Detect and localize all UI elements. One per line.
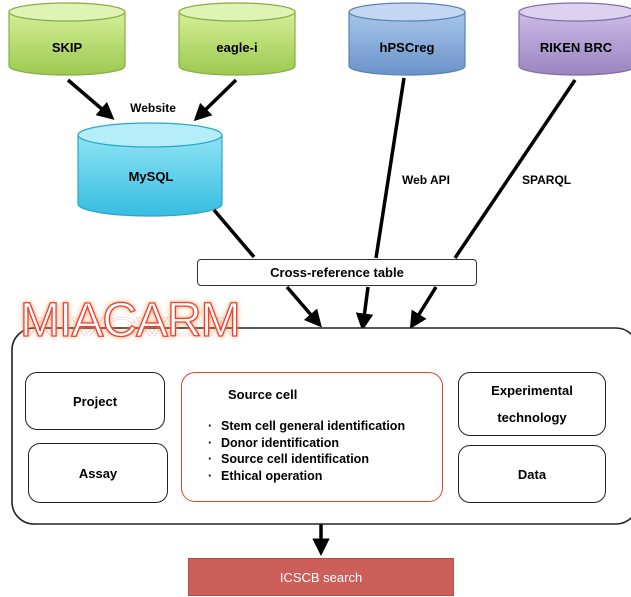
experimental-technology-box: Experimental technology xyxy=(458,372,606,436)
riken-brc-label: RIKEN BRC xyxy=(540,40,613,55)
source-cell-list: Stem cell general identification Donor i… xyxy=(208,418,405,484)
project-box: Project xyxy=(25,372,165,430)
mysql-label: MySQL xyxy=(129,169,174,184)
arrow-mysql-to-xref xyxy=(212,208,256,259)
arrow-eagle-to-mysql xyxy=(193,78,238,122)
arrow-xref-center xyxy=(355,286,374,331)
cross-reference-table: Cross-reference table xyxy=(197,259,477,286)
assay-box: Assay xyxy=(28,443,168,503)
source-cell-item: Source cell identification xyxy=(208,451,405,468)
eagle-i-label: eagle-i xyxy=(216,40,257,55)
data-label: Data xyxy=(517,466,547,482)
source-cell-box: Source cell Stem cell general identifica… xyxy=(181,372,443,502)
arrow-riken-down xyxy=(453,79,577,259)
icscb-search-box: ICSCB search xyxy=(188,558,454,596)
source-cell-item: Donor identification xyxy=(208,435,405,452)
mysql-database: MySQL xyxy=(77,122,223,217)
riken-brc-database: RIKEN BRC xyxy=(518,2,631,76)
source-cell-title: Source cell xyxy=(228,387,298,402)
hpscreg-database: hPSCreg xyxy=(348,2,466,76)
skip-database: SKIP xyxy=(8,2,126,76)
cross-reference-label: Cross-reference table xyxy=(270,265,404,280)
arrow-skip-to-mysql xyxy=(66,78,115,120)
arrow-xref-left xyxy=(285,285,322,328)
assay-label: Assay xyxy=(78,465,118,481)
data-box: Data xyxy=(458,445,606,503)
source-cell-item: Ethical operation xyxy=(208,468,405,485)
arrow-hpscreg-down xyxy=(374,77,406,259)
sparql-label: SPARQL xyxy=(522,173,571,187)
website-label: Website xyxy=(130,101,176,115)
icscb-search-label: ICSCB search xyxy=(279,569,363,585)
project-label: Project xyxy=(72,393,118,409)
miacarm-logo: MIACARM xyxy=(19,294,241,347)
arrow-xref-right xyxy=(409,286,438,330)
skip-label: SKIP xyxy=(52,40,83,55)
hpscreg-label: hPSCreg xyxy=(380,40,435,55)
web-api-label: Web API xyxy=(402,173,450,187)
experimental-label-line2: technology xyxy=(497,410,567,425)
eagle-i-database: eagle-i xyxy=(178,2,296,76)
experimental-label-line1: Experimental xyxy=(491,383,573,398)
source-cell-item: Stem cell general identification xyxy=(208,418,405,435)
